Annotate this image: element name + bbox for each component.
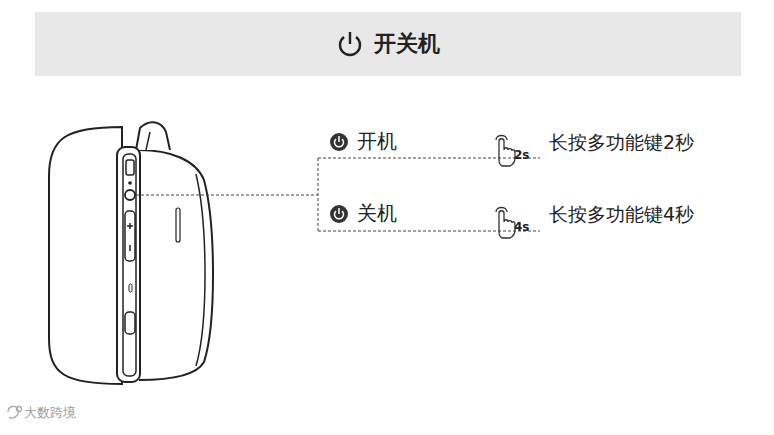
press-hand-icon	[496, 208, 515, 239]
section-title: 开关机	[374, 29, 440, 59]
watermark: 大数跨境	[24, 405, 76, 421]
duration-label: 2s	[514, 148, 530, 162]
press-hand-icon	[496, 136, 515, 167]
ear-cushion	[49, 127, 122, 384]
hinge	[136, 122, 170, 150]
outer-cup	[139, 150, 213, 380]
usb-c-port	[125, 312, 135, 334]
hinge-line	[146, 132, 150, 150]
leader-lines	[136, 158, 540, 231]
indicator-light	[128, 181, 132, 185]
power-icon	[336, 29, 364, 59]
side-panel	[117, 147, 140, 382]
leader-line	[318, 158, 540, 159]
volume-marks	[127, 223, 133, 251]
action-label: 关机	[357, 201, 397, 225]
instruction-text: 长按多功能键2秒	[549, 131, 694, 154]
power-off-icon	[330, 205, 348, 223]
power-bar	[349, 32, 351, 44]
leader-line	[136, 195, 318, 196]
power-on-icon	[330, 133, 348, 151]
watermark-logo	[8, 406, 22, 418]
title-band: 开关机	[35, 12, 741, 76]
duration-label: 4s	[514, 220, 530, 234]
leader-line	[318, 231, 540, 232]
volume-button	[125, 211, 135, 261]
cup-slit	[176, 208, 180, 242]
mode-button	[126, 160, 134, 175]
leader-line	[318, 158, 319, 231]
button-strip	[123, 154, 136, 376]
instruction-text: 长按多功能键4秒	[549, 203, 694, 226]
mic-hole	[129, 284, 132, 292]
multifunction-button	[125, 190, 135, 200]
action-label: 开机	[357, 129, 397, 153]
cup-rim	[196, 174, 205, 366]
